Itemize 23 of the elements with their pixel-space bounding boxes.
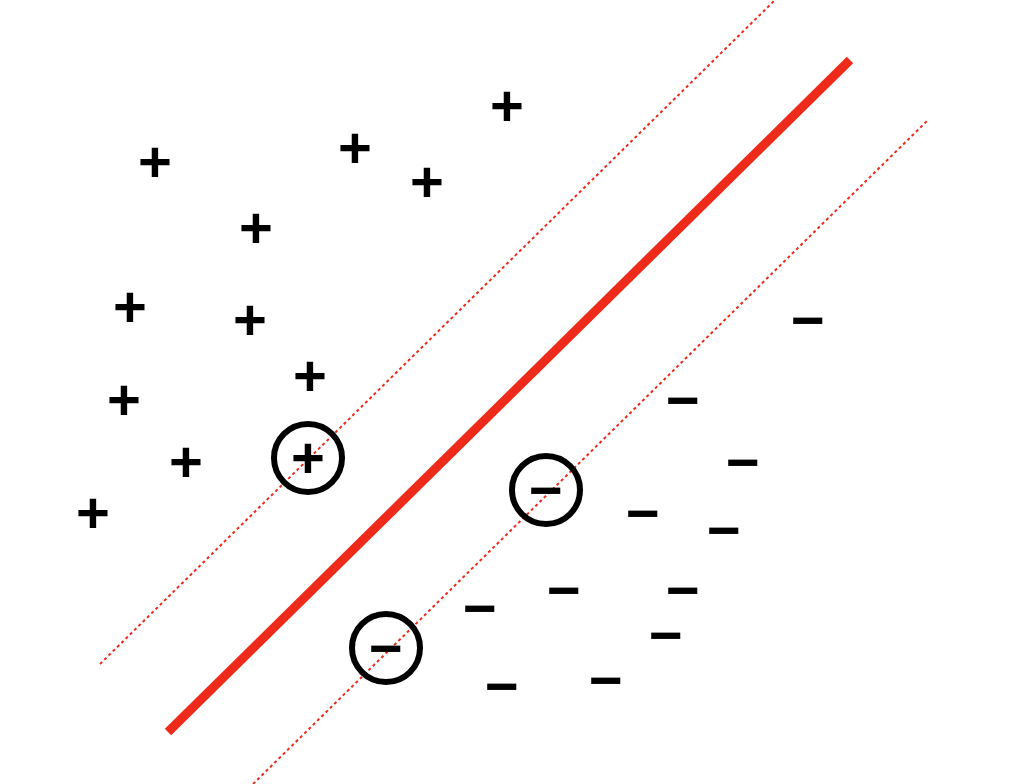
plus-sign: + (338, 119, 372, 177)
plus-sign: + (107, 371, 141, 429)
plus-sign: + (76, 484, 110, 542)
plus-sign: + (239, 199, 273, 257)
minus-sign: − (791, 291, 825, 349)
plus-sign: + (138, 133, 172, 191)
plus-sign: + (293, 347, 327, 405)
minus-sign: − (463, 579, 497, 637)
minus-sign: − (726, 433, 760, 491)
plus-sign: + (113, 278, 147, 336)
plus-sign: + (410, 153, 444, 211)
support-vector-circle: + (271, 421, 345, 495)
minus-sign: − (626, 484, 660, 542)
minus-sign: − (707, 501, 741, 559)
support-vector-circle: − (509, 453, 583, 527)
minus-sign: − (666, 371, 700, 429)
plus-sign: + (490, 77, 524, 135)
support-vector-circle: − (349, 611, 423, 685)
minus-sign: − (589, 651, 623, 709)
minus-sign: − (547, 561, 581, 619)
plus-sign: + (233, 291, 267, 349)
minus-sign: − (485, 657, 519, 715)
plus-sign: + (169, 433, 203, 491)
